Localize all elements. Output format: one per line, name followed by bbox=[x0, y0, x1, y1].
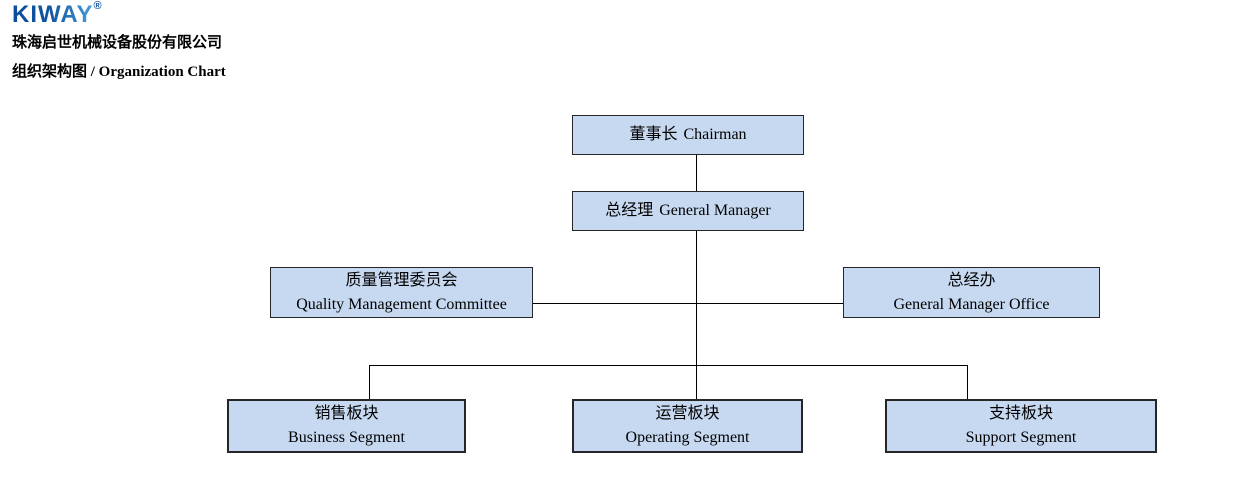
org-node-label-zh: 总经理 bbox=[605, 202, 654, 219]
org-node-gm-office: 总经办 General Manager Office bbox=[843, 267, 1100, 318]
org-node-general-manager: 总经理 General Manager bbox=[572, 191, 804, 231]
connector-gm-to-bottom-row bbox=[696, 231, 697, 399]
connector-bottom-branch bbox=[369, 365, 968, 366]
org-node-label-en: General Manager Office bbox=[893, 295, 1050, 313]
org-node-chairman: 董事长 Chairman bbox=[572, 115, 804, 155]
registered-trademark-symbol: ® bbox=[93, 0, 102, 12]
connector-drop-business bbox=[369, 365, 370, 399]
page-title: 组织架构图 / Organization Chart bbox=[12, 64, 226, 80]
org-node-label-zh: 董事长 bbox=[629, 126, 678, 143]
org-node-business-segment: 销售板块 Business Segment bbox=[227, 399, 466, 453]
org-node-label-zh: 运营板块 bbox=[655, 405, 720, 422]
org-node-label-en: Business Segment bbox=[288, 429, 405, 446]
org-node-label-en: Support Segment bbox=[965, 429, 1077, 446]
org-node-operating-segment: 运营板块 Operating Segment bbox=[572, 399, 803, 453]
org-node-support-segment: 支持板块 Support Segment bbox=[885, 399, 1157, 453]
org-node-label-en: Chairman bbox=[683, 126, 747, 143]
company-name: 珠海启世机械设备股份有限公司 bbox=[12, 35, 223, 51]
org-node-label-zh: 销售板块 bbox=[314, 405, 379, 422]
connector-drop-support bbox=[967, 365, 968, 399]
kiway-logo: KIWAY® bbox=[12, 0, 102, 28]
org-node-label-en: General Manager bbox=[659, 202, 771, 219]
connector-committee-to-office bbox=[533, 303, 843, 304]
logo-wordmark: KIWAY bbox=[12, 1, 94, 28]
connector-chairman-to-gm bbox=[696, 155, 697, 191]
org-node-quality-committee: 质量管理委员会 Quality Management Committee bbox=[270, 267, 533, 318]
org-node-label-zh: 总经办 bbox=[947, 271, 996, 289]
org-node-label-en: Operating Segment bbox=[625, 429, 750, 446]
org-node-label-en: Quality Management Committee bbox=[296, 295, 507, 313]
org-node-label-zh: 质量管理委员会 bbox=[345, 271, 458, 289]
org-node-label-zh: 支持板块 bbox=[988, 405, 1053, 422]
